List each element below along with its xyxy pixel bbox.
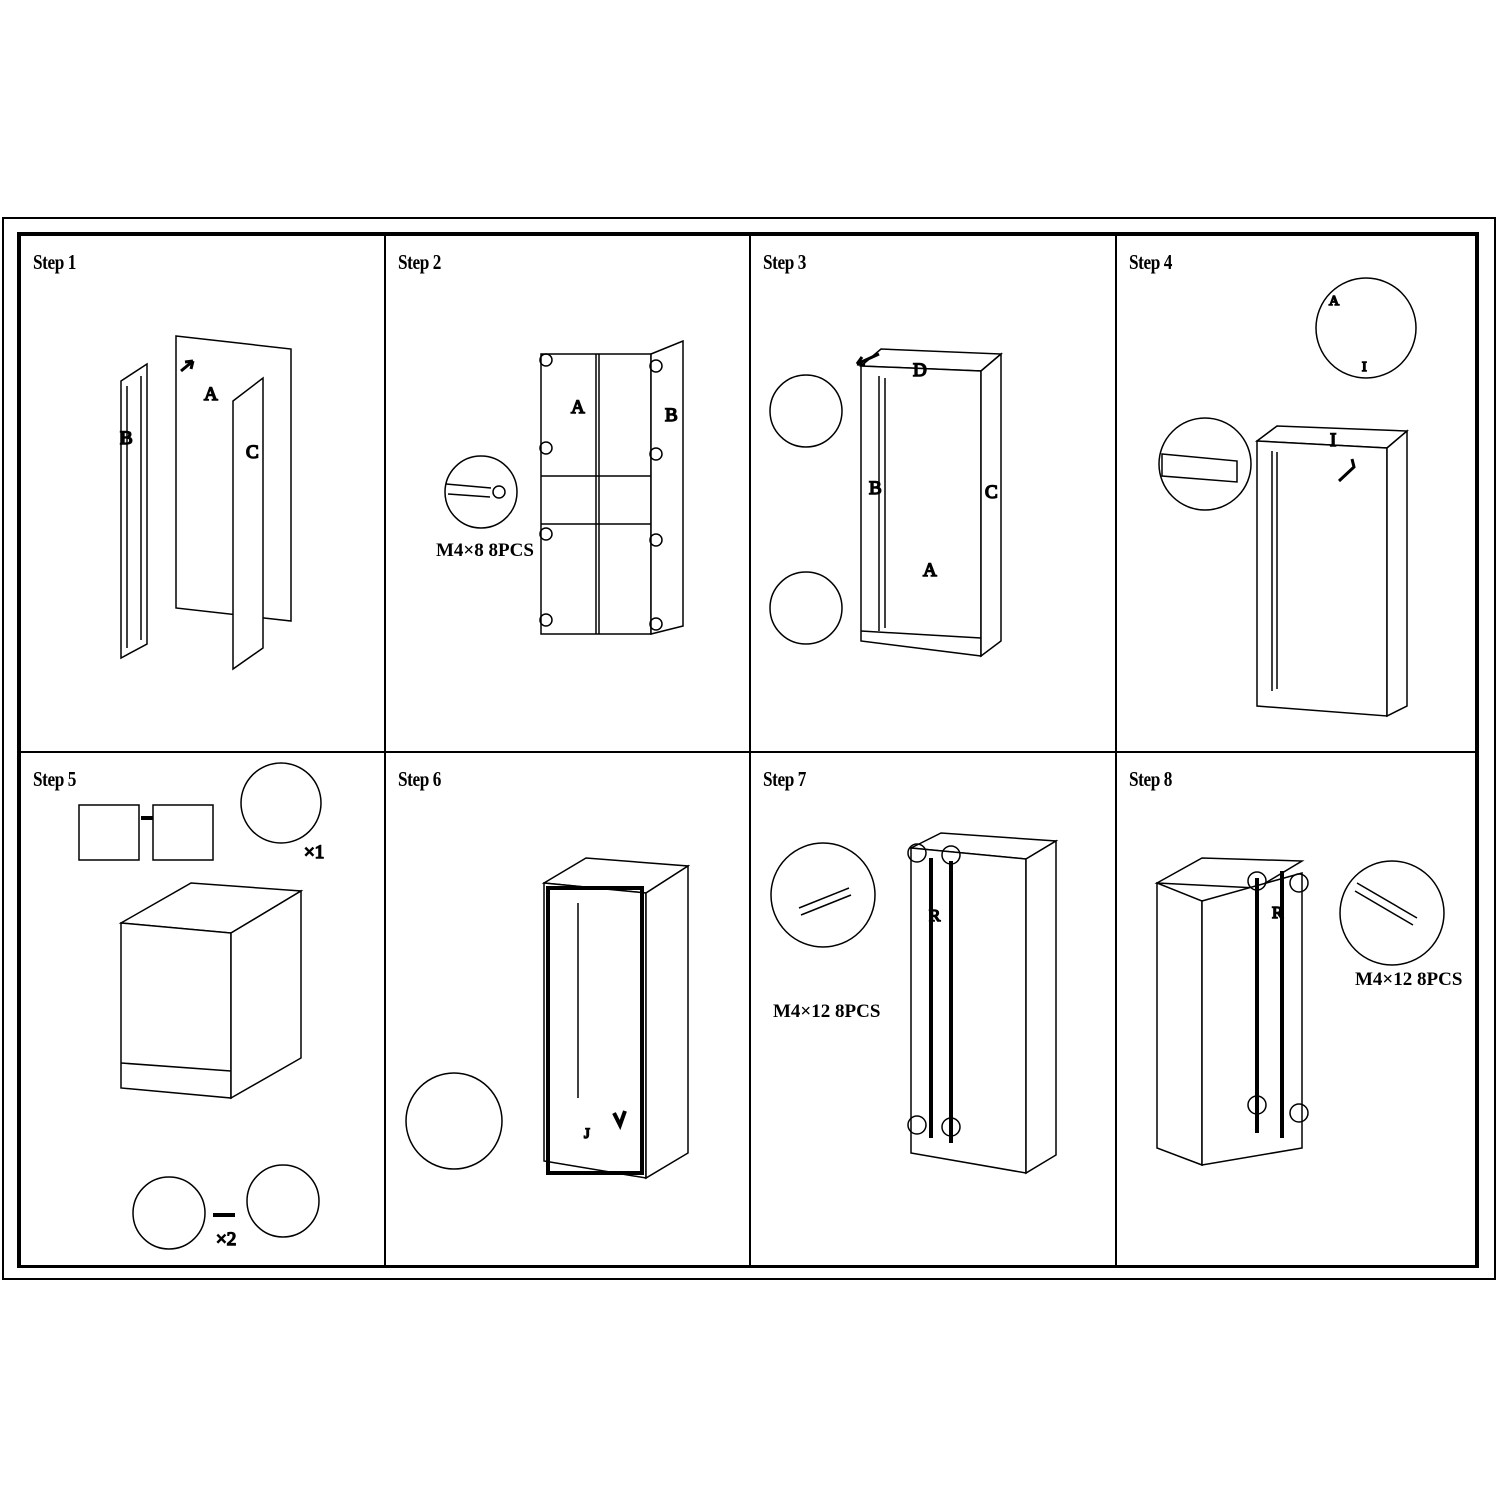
part-i-label: I [1362, 360, 1367, 375]
step-1-illustration: A B C [119, 335, 292, 671]
hardware-spec: M4×12 8PCS [773, 1001, 880, 1022]
step-title: Step 4 [1129, 250, 1172, 274]
step-5-illustration: ×1 ×2 [78, 762, 325, 1251]
step-title: Step 2 [398, 250, 441, 274]
hardware-spec: M4×8 8PCS [436, 540, 534, 561]
part-i-label-main: I [1330, 430, 1336, 451]
step-8-illustration: R M4×12 8PCS [1154, 857, 1462, 1167]
part-a-label: A [204, 384, 218, 405]
step-panel-8: Step 8 R M4×12 8PCS [1116, 752, 1476, 1268]
step-panel-7: Step 7 R M4×12 8PCS [750, 752, 1116, 1268]
part-a-label: A [571, 397, 585, 418]
step-title: Step 6 [398, 767, 441, 791]
step-panel-5: Step 5 ×1 ×2 [20, 752, 385, 1268]
part-b-label: B [665, 405, 678, 426]
step-4-illustration: A I I [1158, 277, 1417, 718]
step-panel-2: Step 2 A B M4×8 8PCS [385, 235, 750, 752]
step-panel-3: Step 3 D B C A [750, 235, 1116, 752]
multiplier-x2: ×2 [216, 1229, 236, 1250]
part-a-label: A [1329, 294, 1340, 309]
outer-frame [2, 217, 1496, 1280]
step-6-illustration: J [405, 857, 691, 1180]
part-j-label: J [584, 1126, 590, 1142]
multiplier-x1: ×1 [304, 842, 324, 863]
part-r-label: R [929, 906, 941, 925]
step-title: Step 3 [763, 250, 806, 274]
part-a-label: A [923, 560, 937, 581]
step-title: Step 7 [763, 767, 806, 791]
step-2-illustration: A B M4×8 8PCS [436, 339, 684, 635]
part-b-label: B [869, 478, 882, 499]
hardware-spec: M4×12 8PCS [1355, 969, 1462, 990]
step-title: Step 5 [33, 767, 76, 791]
step-panel-1: Step 1 A B C [20, 235, 385, 752]
step-panel-4: Step 4 A I I [1116, 235, 1476, 752]
step-title: Step 1 [33, 250, 76, 274]
part-d-label: D [913, 360, 927, 381]
instruction-grid: Step 1 A B C Step 2 A B [17, 232, 1479, 1268]
step-3-illustration: D B C A [769, 348, 1003, 658]
part-c-label: C [985, 482, 998, 503]
part-c-label: C [246, 442, 259, 463]
step-title: Step 8 [1129, 767, 1172, 791]
step-7-illustration: R M4×12 8PCS [770, 832, 1059, 1175]
part-b-label: B [120, 428, 133, 449]
step-panel-6: Step 6 J [385, 752, 750, 1268]
part-r-label: R [1272, 903, 1284, 922]
